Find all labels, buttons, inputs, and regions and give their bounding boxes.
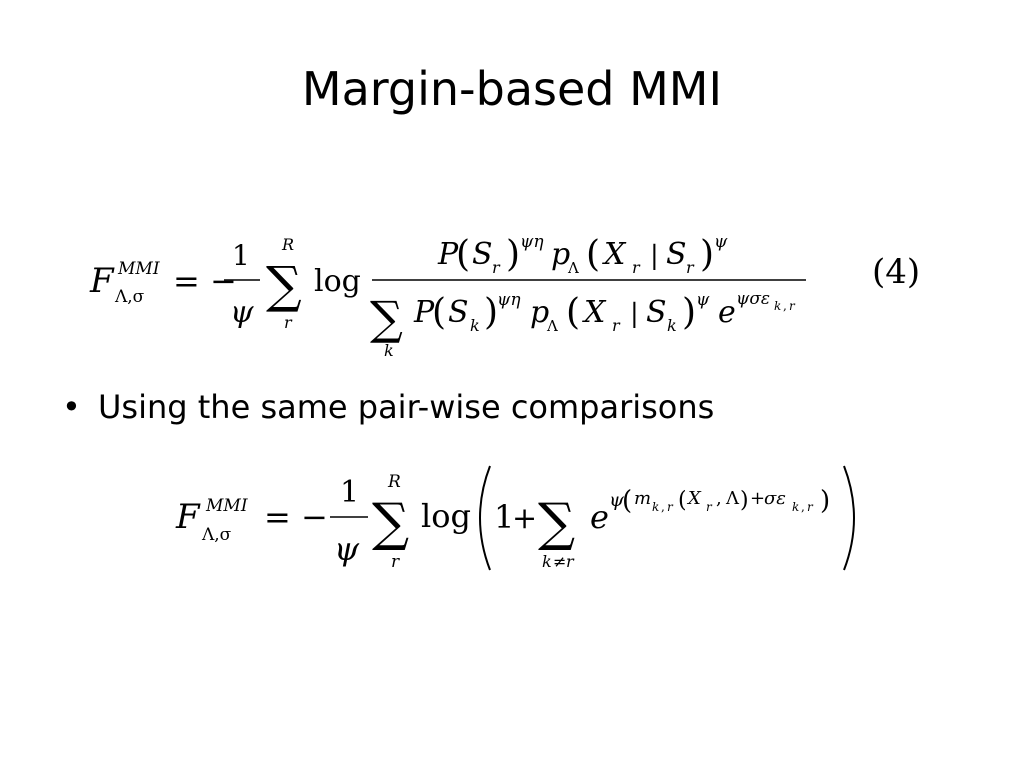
svg-text:(: ( bbox=[566, 292, 580, 333]
svg-text:Λ: Λ bbox=[725, 488, 740, 509]
svg-text:,: , bbox=[801, 500, 805, 514]
svg-text:ψ: ψ bbox=[696, 290, 710, 310]
svg-text:,: , bbox=[661, 500, 665, 514]
svg-text:(: ( bbox=[678, 488, 687, 513]
svg-text:k: k bbox=[652, 500, 659, 514]
svg-text:r: r bbox=[492, 258, 501, 277]
svg-text:+: + bbox=[512, 501, 537, 536]
bullet-marker: • bbox=[62, 388, 81, 426]
svg-text:∑: ∑ bbox=[538, 493, 575, 553]
eq2-sum-upper: R bbox=[387, 472, 401, 492]
eq1-lhs-super: MMI bbox=[117, 259, 160, 279]
eq2-sum-symbol: ∑ bbox=[372, 493, 409, 553]
eq2-right-paren bbox=[843, 465, 855, 571]
eq2-body: 1 + ∑ k ≠ r e ψ ( m k , r ( X r , Λ ) + … bbox=[494, 486, 830, 571]
svg-text:(: ( bbox=[432, 292, 446, 333]
svg-text:k: k bbox=[542, 552, 552, 571]
svg-text:m: m bbox=[634, 488, 651, 509]
svg-text:,: , bbox=[716, 488, 722, 509]
svg-text:): ) bbox=[484, 292, 498, 333]
svg-text:k: k bbox=[774, 299, 781, 313]
svg-text:k: k bbox=[667, 316, 677, 335]
svg-text:e: e bbox=[718, 295, 736, 330]
svg-text:|: | bbox=[630, 299, 639, 329]
eq2-lhs-super: MMI bbox=[205, 496, 248, 516]
svg-text:): ) bbox=[820, 486, 830, 516]
eq2-sum-lower: r bbox=[391, 552, 400, 572]
svg-text:k: k bbox=[470, 316, 480, 335]
eq1-sum-upper: R bbox=[281, 235, 294, 254]
svg-text:X: X bbox=[582, 295, 607, 330]
slide-title: Margin-based MMI bbox=[301, 62, 723, 116]
eq2-log: log bbox=[421, 497, 471, 535]
svg-text:ψ: ψ bbox=[609, 489, 625, 511]
eq2-frac-den: ψ bbox=[334, 530, 360, 568]
svg-text:k: k bbox=[792, 500, 799, 514]
eq2-lhs-sub: Λ,σ bbox=[201, 525, 232, 545]
bullet-item: • Using the same pair-wise comparisons bbox=[62, 388, 714, 426]
eq2-frac-num: 1 bbox=[340, 475, 359, 510]
eq1-numerator: P ( S r ) ψη p Λ ( X r | S r ) ψ bbox=[437, 232, 728, 277]
bullet-text: Using the same pair-wise comparisons bbox=[98, 388, 715, 426]
svg-text:1: 1 bbox=[494, 498, 514, 536]
svg-text:e: e bbox=[590, 498, 609, 536]
svg-text:(: ( bbox=[622, 486, 632, 516]
eq1-lhs-F: F bbox=[89, 261, 115, 301]
svg-text:(: ( bbox=[586, 234, 600, 275]
svg-text:): ) bbox=[682, 292, 696, 333]
svg-text:(: ( bbox=[456, 234, 470, 275]
svg-text:r: r bbox=[612, 316, 621, 335]
eq2-lhs-F: F bbox=[175, 497, 201, 537]
svg-text:ψη: ψη bbox=[520, 232, 544, 252]
svg-text:ψ: ψ bbox=[714, 232, 728, 252]
svg-text:Λ: Λ bbox=[546, 317, 558, 335]
svg-text:r: r bbox=[789, 299, 796, 313]
svg-text:): ) bbox=[740, 488, 749, 513]
svg-text:|: | bbox=[650, 241, 659, 271]
svg-text:r: r bbox=[807, 500, 814, 514]
svg-text:∑: ∑ bbox=[370, 291, 403, 345]
svg-text:σε: σε bbox=[764, 488, 786, 509]
svg-text:P: P bbox=[437, 237, 459, 272]
eq2-left-paren bbox=[479, 465, 491, 571]
svg-text:ψσε: ψσε bbox=[736, 289, 770, 309]
svg-text:X: X bbox=[686, 488, 702, 509]
svg-text:k: k bbox=[384, 341, 394, 360]
svg-text:+: + bbox=[750, 488, 765, 509]
svg-text:): ) bbox=[700, 234, 714, 275]
svg-text:p: p bbox=[551, 237, 570, 272]
eq1-lhs-sub: Λ,σ bbox=[114, 287, 145, 307]
svg-text:r: r bbox=[667, 500, 674, 514]
svg-text:S: S bbox=[472, 237, 493, 272]
equation-number: (4) bbox=[872, 252, 921, 292]
svg-text:p: p bbox=[530, 295, 549, 330]
svg-text:Λ: Λ bbox=[567, 259, 579, 277]
svg-text:S: S bbox=[646, 295, 667, 330]
svg-text:≠: ≠ bbox=[553, 552, 566, 571]
svg-text:): ) bbox=[506, 234, 520, 275]
eq1-frac-num: 1 bbox=[232, 239, 250, 272]
eq2-equals: = − bbox=[264, 498, 328, 536]
svg-text:S: S bbox=[448, 295, 469, 330]
eq1-sum-lower: r bbox=[284, 313, 293, 332]
eq1-frac-den: ψ bbox=[230, 295, 254, 330]
svg-text:X: X bbox=[602, 237, 627, 272]
eq1-denominator: ∑ k P ( S k ) ψη p Λ ( X r | S k ) ψ e ψ… bbox=[370, 289, 796, 360]
svg-text:S: S bbox=[666, 237, 687, 272]
svg-text:ψη: ψη bbox=[497, 290, 521, 310]
svg-text:P: P bbox=[413, 295, 435, 330]
svg-text:r: r bbox=[632, 258, 641, 277]
svg-text:,: , bbox=[783, 299, 787, 313]
svg-text:r: r bbox=[686, 258, 695, 277]
eq1-log: log bbox=[314, 264, 361, 299]
eq1-equals: = − bbox=[173, 262, 237, 300]
svg-text:r: r bbox=[706, 500, 713, 514]
svg-text:r: r bbox=[566, 552, 575, 571]
eq1-sum-symbol: ∑ bbox=[266, 256, 302, 314]
